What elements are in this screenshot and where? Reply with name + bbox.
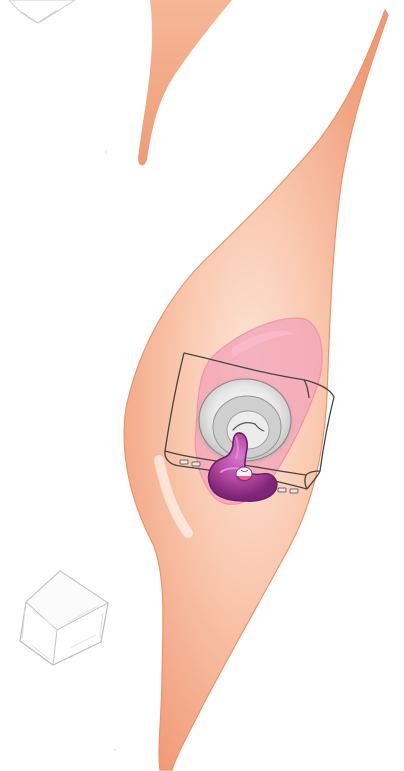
- sugar-cube: [20, 571, 108, 665]
- upper-cell-process: [138, 0, 232, 165]
- sugar-cube-top: [9, 0, 75, 23]
